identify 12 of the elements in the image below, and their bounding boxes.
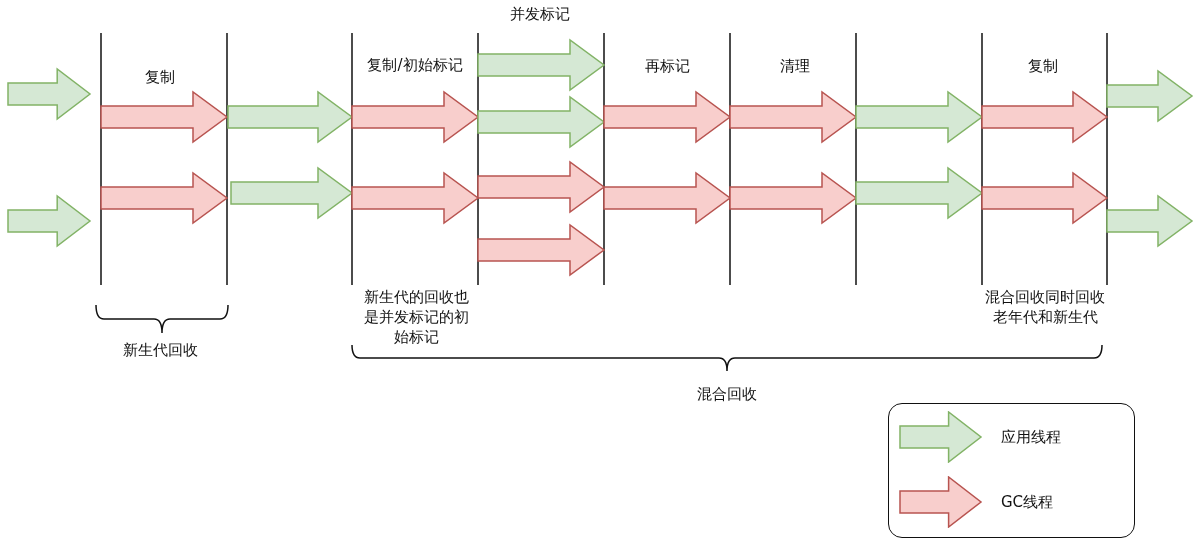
phase-label: 复制 xyxy=(144,67,176,87)
phase-label: 再标记 xyxy=(643,56,691,76)
phase-label: 新生代的回收也是并发标记的初始标记 xyxy=(362,287,470,347)
legend-text: 应用线程 xyxy=(1001,427,1061,447)
phase-label: 新生代回收 xyxy=(121,340,199,360)
phase-label: 并发标记 xyxy=(509,4,571,24)
phase-label: 复制/初始标记 xyxy=(366,55,464,75)
phase-label: 清理 xyxy=(779,56,811,76)
phase-label: 混合回收同时回收老年代和新生代 xyxy=(984,287,1106,327)
phase-label: 复制 xyxy=(1027,56,1059,76)
phase-label: 混合回收 xyxy=(696,384,758,404)
legend-text: GC线程 xyxy=(1001,492,1054,512)
